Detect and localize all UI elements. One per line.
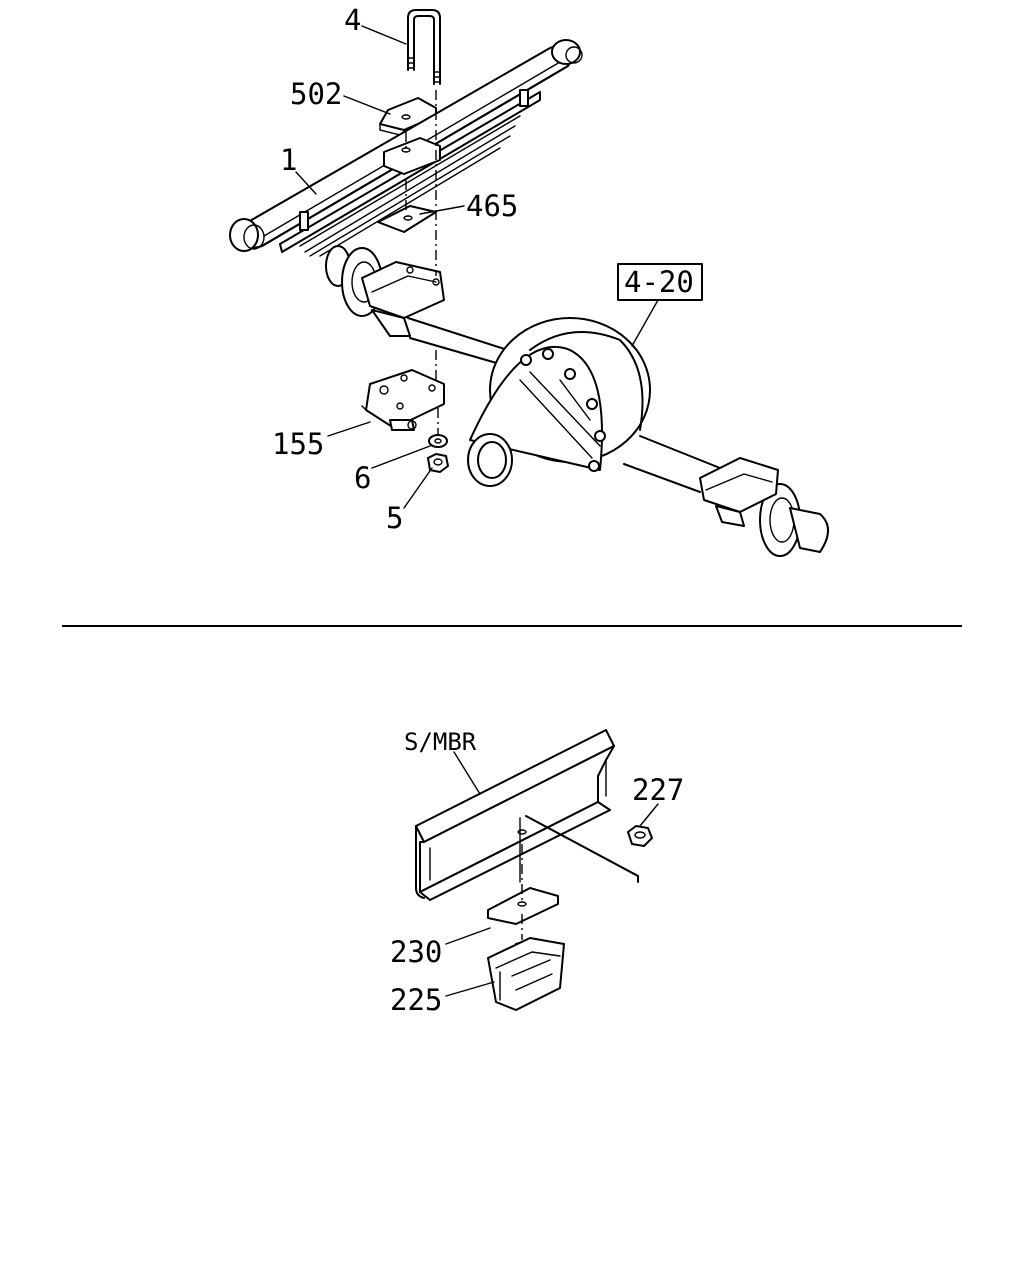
bump-stopper-assembly: S/MBR 227 230 225 — [390, 728, 684, 1017]
rear-axle-suspension-assembly: 4 502 1 465 4-20 155 6 5 — [229, 3, 829, 557]
callout-axle-reference: 4-20 — [624, 265, 694, 299]
callout-spacer-plate: 465 — [466, 189, 518, 223]
leaf-spring-part — [229, 39, 583, 257]
callout-seat-plate: 155 — [272, 427, 324, 461]
callout-bumper-shim: 230 — [390, 935, 442, 969]
callout-washer: 6 — [354, 461, 371, 495]
u-bolt-part — [407, 9, 441, 85]
callout-side-member: S/MBR — [404, 728, 477, 756]
bumper-shim-part — [487, 887, 559, 925]
callout-bumper-nut: 227 — [632, 773, 684, 807]
callout-nut: 5 — [386, 501, 403, 535]
callout-bumper-stopper: 225 — [390, 983, 442, 1017]
washer-part — [428, 434, 448, 448]
axle-housing-part — [325, 245, 829, 557]
bumper-nut-part — [627, 825, 653, 847]
callout-leaf-spring: 1 — [280, 143, 297, 177]
callout-u-bolt: 4 — [344, 3, 361, 37]
callout-pad-plate: 502 — [290, 77, 342, 111]
bumper-stopper-part — [487, 937, 565, 1011]
side-member-part — [415, 729, 639, 901]
spring-seat-plate-part — [361, 369, 445, 431]
